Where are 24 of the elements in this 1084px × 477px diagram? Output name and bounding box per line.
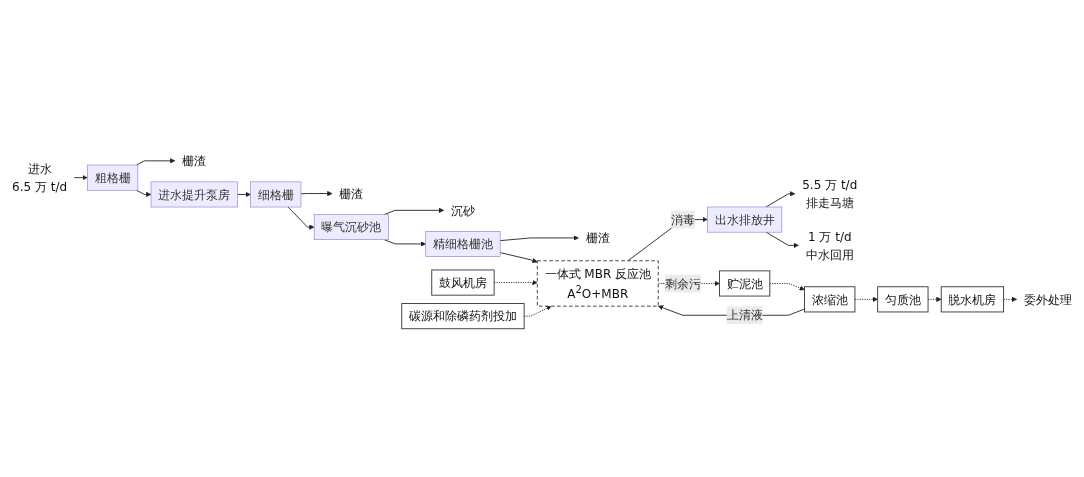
- edge-label: 消毒: [670, 212, 695, 227]
- node-text: 栅渣: [339, 186, 364, 201]
- node-box: 鼓风机房: [431, 269, 495, 296]
- node-text: 进水 6.5 万 t/d: [12, 161, 68, 194]
- node-box: 匀质池: [877, 286, 929, 313]
- edge-label: 上清液: [726, 308, 763, 323]
- node-box: 浓缩池: [804, 286, 856, 313]
- node-box: 曝气沉砂池: [313, 214, 389, 241]
- node-box: 脱水机房: [940, 286, 1005, 313]
- node-box: 精细格栅池: [425, 231, 501, 257]
- edge-label: 剩余污: [664, 276, 701, 291]
- node-box: 粗格栅: [87, 164, 139, 191]
- node-text: 1 万 t/d 中水回用: [805, 229, 854, 262]
- node-text: 沉砂: [450, 203, 475, 218]
- node-box: 出水排放井: [707, 206, 783, 233]
- node-text: 栅渣: [585, 230, 610, 246]
- node-text: 栅渣: [182, 153, 207, 169]
- node-box: 贮泥池: [718, 270, 771, 297]
- node-box: 碳源和除磷药剂投加: [401, 303, 525, 330]
- node-text: 5.5 万 t/d 排走马塘: [802, 177, 858, 210]
- node-box: 进水提升泵房: [150, 181, 238, 208]
- node-text: 委外处理: [1024, 292, 1072, 307]
- node-box: 细格栅: [250, 181, 302, 208]
- node-box: 一体式 MBR 反应池 A$^{2}$O+MBR: [536, 260, 659, 307]
